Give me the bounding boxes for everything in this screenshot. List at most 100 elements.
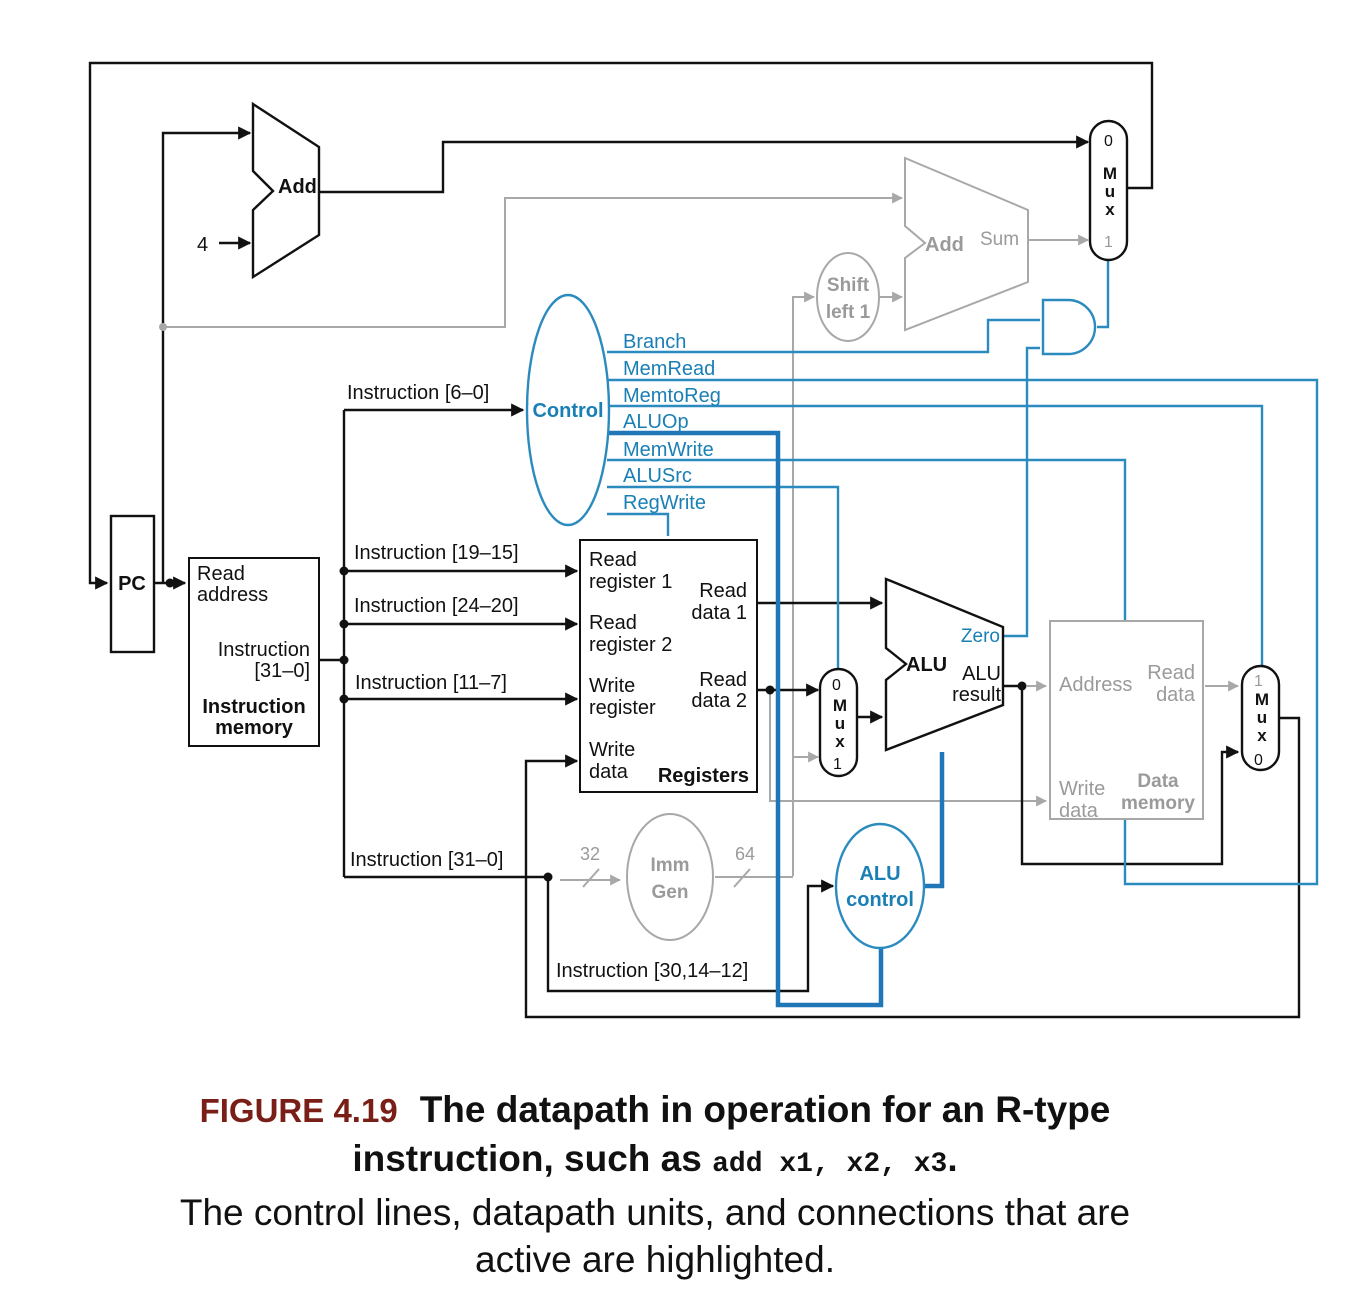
reg-wr-line2: register [589,697,656,719]
imem-read-line2: address [197,584,268,606]
reg-wd-line2: data [589,761,629,783]
alusrc-mux: 0 M u x 1 [818,667,859,778]
alu-result-line2: result [952,684,1001,706]
imem-instr-line1: Instruction [218,639,310,661]
instruction-field-labels: Instruction [6–0] Instruction [19–15] In… [347,382,748,982]
mux-letter: x [1257,726,1267,745]
caption-title-end: . [947,1138,958,1179]
reg-rr1-line1: Read [589,549,637,571]
reg-rd1-line1: Read [699,580,747,602]
sum-label: Sum [980,229,1019,250]
dmem-write-line2: data [1059,800,1099,822]
branch-adder: Add Sum [904,156,1029,332]
dmem-read-line1: Read [1147,662,1195,684]
memtoreg-mux-in0: 0 [1254,752,1263,769]
signal-branch: Branch [623,331,686,353]
alusrc-mux-in0: 0 [832,677,841,694]
dmem-read-line2: data [1156,684,1196,706]
mux-letter: x [835,732,845,751]
junction-dots [159,323,1027,882]
alu: ALU Zero ALU result [884,577,1005,752]
reg-wr-line1: Write [589,675,635,697]
field-funct: Instruction [30,14–12] [556,960,748,982]
reg-rr2-line2: register 2 [589,634,672,656]
field-opcode: Instruction [6–0] [347,382,489,404]
imm-gen: Imm Gen 32 64 [580,813,755,941]
field-rs1: Instruction [19–15] [354,542,519,564]
field-rd: Instruction [11–7] [355,672,507,694]
imem-instr-line2: [31–0] [254,660,310,682]
imem-title-line1: Instruction [202,696,305,718]
reg-rr2-line1: Read [589,612,637,634]
alu-result-line1: ALU [962,663,1001,685]
shift-left-unit: Shift left 1 [816,252,880,342]
active-data-wires [88,61,1301,1019]
alu-control-line2: control [846,889,914,911]
inactive-wires [163,192,1240,886]
immgen-line2: Gen [652,882,689,903]
alusrc-mux-in1: 1 [833,756,842,773]
alu-label: ALU [906,654,947,676]
mux-letter: M [1103,164,1117,183]
signal-memread: MemRead [623,358,715,380]
control-unit: Control [525,293,611,527]
pc-register: PC [109,514,156,654]
pc-source-mux: 0 M u x 1 [1088,119,1129,262]
field-all: Instruction [31–0] [350,849,503,871]
mux-letter: u [835,714,845,733]
and-gate [1041,298,1097,356]
registers-title: Registers [658,765,749,787]
pc-mux-in0: 0 [1104,133,1113,150]
data-memory: Address Read data Write data Data memory [1049,620,1204,822]
signal-regwrite: RegWrite [623,492,706,514]
pc-mux-in1: 1 [1104,234,1113,251]
imem-title-line2: memory [215,717,294,739]
constant-four: 4 [197,234,208,256]
instruction-memory: Read address Instruction [31–0] Instruct… [188,557,320,747]
dmem-write-line1: Write [1059,778,1105,800]
mux-letter: u [1105,182,1115,201]
reg-rd2-line2: data 2 [691,690,747,712]
mux-letter: M [1255,690,1269,709]
caption-title-text: The datapath in operation for an R-type … [352,1089,1111,1179]
zero-label: Zero [961,626,1000,647]
reg-rr1-line2: register 1 [589,571,672,593]
shift-label-line2: left 1 [826,302,871,323]
datapath-diagram: Add 4 Add Sum Shift left 1 0 M u x 1 Con… [88,61,1319,1019]
signal-alusrc: ALUSrc [623,465,692,487]
mux-letter: x [1105,200,1115,219]
pc-adder: Add [251,101,321,280]
mux-letter: u [1257,708,1267,727]
alu-control-line1: ALU [859,863,900,885]
reg-rd1-line2: data 1 [691,602,747,624]
dmem-address: Address [1059,674,1132,696]
control-signal-labels: Branch MemRead MemtoReg ALUOp MemWrite A… [623,331,721,514]
imem-read-line1: Read [197,563,245,585]
immgen-bits-in: 32 [580,844,600,864]
signal-aluop: ALUOp [623,411,689,433]
dmem-title-line1: Data [1137,771,1179,792]
shift-label-line1: Shift [827,275,870,296]
memtoreg-mux: 1 M u x 0 [1240,664,1281,772]
branch-adder-label: Add [925,234,964,256]
caption-body: The control lines, datapath units, and c… [179,1192,1131,1280]
alu-control-unit: ALU control [834,822,926,950]
mux-letter: M [833,696,847,715]
dmem-title-line2: memory [1121,793,1195,814]
immgen-bits-out: 64 [735,844,755,864]
reg-rd2-line1: Read [699,669,747,691]
immgen-line1: Imm [650,855,689,876]
reg-wd-line1: Write [589,739,635,761]
control-label: Control [532,400,603,422]
field-rs2: Instruction [24–20] [354,595,519,617]
register-file: Read register 1 Read register 2 Write re… [579,539,758,793]
pc-label: PC [118,573,146,595]
memtoreg-mux-in1: 1 [1254,673,1263,690]
caption-code: add x1, x2, x3 [712,1149,948,1180]
signal-memtoreg: MemtoReg [623,385,721,407]
pc-adder-label: Add [278,176,317,198]
control-wires [607,260,1319,1008]
signal-memwrite: MemWrite [623,439,714,461]
